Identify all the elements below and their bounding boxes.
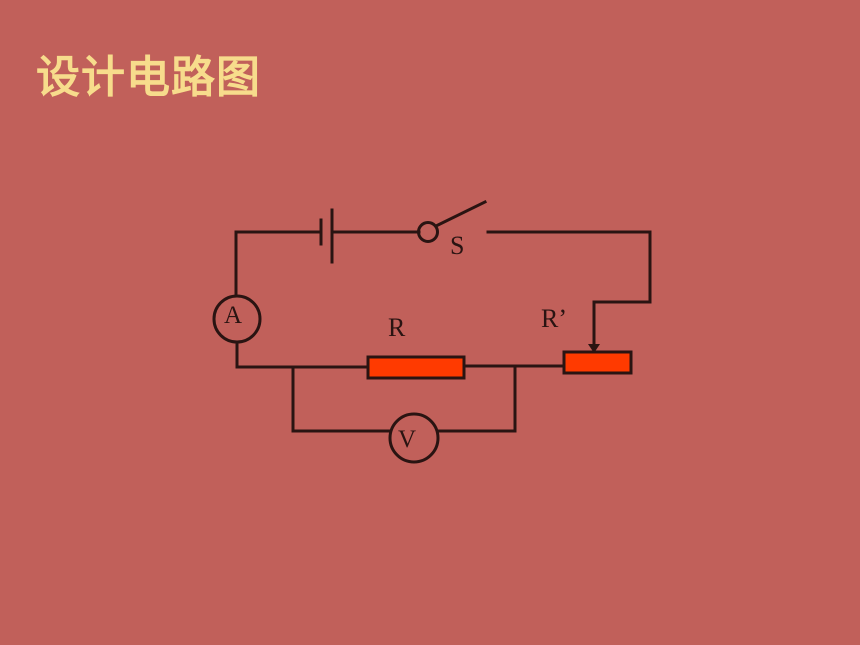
slide-title: 设计电路图: [36, 52, 261, 103]
battery-icon: [319, 208, 334, 264]
wire-voltmeter-branch-left: [291, 365, 392, 433]
slider-arrow-icon: [588, 344, 600, 353]
voltmeter-label: V: [398, 426, 416, 453]
wire-voltmeter-branch-right: [436, 364, 517, 433]
switch-icon: [417, 199, 488, 243]
ammeter-label: A: [224, 302, 242, 329]
resistor-r: [366, 355, 466, 380]
wire-switch-to-right: [486, 230, 652, 347]
switch-label: S: [450, 231, 464, 260]
wire-left-top: [234, 230, 323, 297]
wire-ammeter-to-resistor: [235, 340, 370, 369]
voltmeter-icon: [388, 412, 440, 464]
rheostat-label: R’: [541, 304, 567, 333]
rheostat-r-prime: [562, 350, 633, 375]
resistor-label: R: [388, 313, 406, 342]
